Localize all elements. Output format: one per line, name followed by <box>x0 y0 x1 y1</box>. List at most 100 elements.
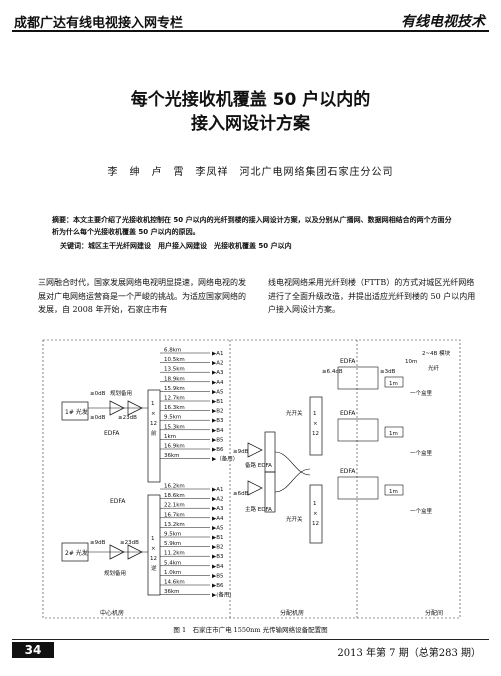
optswitch2-label: 光开关 <box>286 515 303 523</box>
route-distance: 16.9km <box>164 444 185 450</box>
edfa-right-2-label: EDFA <box>340 410 356 417</box>
route-distance: 11.2km <box>164 551 185 557</box>
route-distance: 36km <box>164 453 180 459</box>
abstract: 摘要：本文主要介绍了光接收机控制在 50 户以内的光纤到楼的接入网设计方案，以及… <box>52 216 452 236</box>
network-diagram: 1# 光发 ≥0dB 规划备用 ≥0dB ≥23dB EDFA 1 × 12 前… <box>42 339 461 619</box>
edfa-right-3-label: EDFA <box>340 468 356 475</box>
header-journal-title: 有线电视技术 <box>401 14 485 30</box>
edfa-right-3-box <box>337 476 379 500</box>
route-node: ▶B3 <box>212 554 224 560</box>
len-box-1 <box>384 376 404 388</box>
route-distance: 1km <box>164 434 176 440</box>
cross-path-1 <box>274 451 311 476</box>
edfa-group-1: EDFA ≥6.4dB ≥3dB 1m 10m 光纤 一个盒里 2~4B 模块 <box>322 349 451 397</box>
route-node: ▶A3 <box>212 370 224 376</box>
tx2-label: 2# 光发 <box>65 549 88 557</box>
gain-top2-label: ≥0dB <box>90 415 106 421</box>
route-distance: 6.8km <box>164 348 181 354</box>
route-node: ▶A5 <box>212 525 224 531</box>
amp-mid-2 <box>247 480 263 496</box>
len-1m-3: 1m <box>389 489 398 495</box>
route-distance: 15.3km <box>164 424 185 430</box>
level-a-1: ≥6.4dB <box>322 369 343 375</box>
gain-top3-label: ≥23dB <box>118 415 137 421</box>
right-splitter-a: 1 <box>313 411 317 417</box>
route-node: ▶B5 <box>212 573 224 579</box>
route-node: ▶A2 <box>212 361 224 367</box>
keywords: 关键词：城区主干光纤网建设 用户接入网建设 光接收机覆盖 50 户以内 <box>60 242 292 250</box>
splitter-bot-a: 1 <box>151 536 155 542</box>
route-distance: 22.1km <box>164 503 185 509</box>
route-distance: 1.0km <box>164 570 181 576</box>
route-distance: 10.5km <box>164 357 185 363</box>
page-number: 34 <box>12 642 54 658</box>
splitter-bot-b: × <box>151 546 156 552</box>
edfa-right-2-box <box>337 418 379 442</box>
cross-path-2 <box>274 468 311 493</box>
route-distance: 18.6km <box>164 493 185 499</box>
mid-gain-label: ≥9dB <box>233 449 249 455</box>
right-splitter-top <box>309 396 323 456</box>
body-column-left: 三网融合时代，国家发展网络电视明显提速，网络电视的发展对广电网络运营商是一个严峻… <box>38 278 246 314</box>
header-column-title: 成都广达有线电视接入网专栏 <box>14 16 184 31</box>
tx1-label: 1# 光发 <box>65 408 88 416</box>
zone-left-label: 中心机房 <box>100 609 124 617</box>
top-route-list: 6.8km▶A110.5km▶A213.5km▶A318.9km▶A415.9k… <box>160 348 238 463</box>
main-coupler <box>264 471 276 513</box>
route-node: ▶A1 <box>212 487 224 493</box>
len-1m-1: 1m <box>389 381 398 387</box>
article-title-line1: 每个光接收机覆盖 50 户以内的 <box>130 90 371 110</box>
route-node: ▶B4 <box>212 428 224 434</box>
splitter-top <box>147 389 161 483</box>
splitter-top-a: 1 <box>151 401 155 407</box>
route-node: ▶(备用) <box>212 591 232 599</box>
top-right-module: 2~4B 模块 <box>422 349 451 357</box>
splitter-top-d: 前 <box>151 429 157 437</box>
route-distance: 16.3km <box>164 405 185 411</box>
route-node: ▶B1 <box>212 399 224 405</box>
article-title-line2: 接入网设计方案 <box>191 114 310 134</box>
issue-info: 2013 年第 7 期（总第283 期） <box>337 648 481 659</box>
gain-top-label: ≥0dB <box>90 391 106 397</box>
edfa-right-1-box <box>337 366 379 390</box>
route-node: ▶A4 <box>212 380 224 386</box>
edfa-group-2: EDFA 1m 一个盒里 <box>337 410 433 457</box>
diagram-frame <box>42 339 461 619</box>
right-splitter-b: × <box>313 421 318 427</box>
optswitch-label: 光开关 <box>286 409 303 417</box>
right-splitter-c: 12 <box>312 431 319 437</box>
route-node: ▶（备用） <box>212 455 238 463</box>
edfa-top-label: EDFA <box>104 430 120 437</box>
splitter-bot-c: 12 <box>150 556 157 562</box>
right-splitter2-a: 1 <box>313 501 317 507</box>
route-distance: 9.5km <box>164 415 181 421</box>
route-node: ▶A3 <box>212 506 224 512</box>
right-splitter2-b: × <box>313 511 318 517</box>
route-node: ▶A4 <box>212 516 224 522</box>
route-node: ▶A1 <box>212 351 224 357</box>
len-box-3 <box>384 484 404 496</box>
route-distance: 9.5km <box>164 532 181 538</box>
right-splitter2-c: 12 <box>312 521 319 527</box>
authors: 李 绅 卢 霄 李凤祥 河北广电网络集团石家庄分公司 <box>107 167 394 178</box>
route-distance: 14.6km <box>164 580 185 586</box>
len-1m-2: 1m <box>389 431 398 437</box>
route-node: ▶B4 <box>212 564 224 570</box>
tx1-box <box>61 401 89 421</box>
route-distance: 16.2km <box>164 484 185 490</box>
level-b-1: ≥3dB <box>380 369 396 375</box>
route-distance: 36km <box>164 589 180 595</box>
footer-rule <box>12 639 489 656</box>
bypass-edfa-label: 备路 EDFA <box>245 461 272 469</box>
edfa-bot-label: EDFA <box>110 498 126 505</box>
edfa-right-1-label: EDFA <box>340 358 356 365</box>
edfa-group-3: EDFA 1m 一个盒里 <box>337 468 433 515</box>
splitter-bot-d: 逆 <box>151 564 157 572</box>
bottom-route-list: 16.2km▶A118.6km▶A222.1km▶A316.7km▶A413.2… <box>160 484 232 599</box>
len-box-2 <box>384 426 404 438</box>
route-node: ▶B2 <box>212 409 224 415</box>
splitter-bot <box>147 494 161 596</box>
gain-bot2-label: ≥23dB <box>120 540 139 546</box>
figure-caption: 图 1 石家庄市广电 1550nm 光传输网络设备配置图 <box>173 626 328 634</box>
amp-mid-1 <box>247 442 263 458</box>
